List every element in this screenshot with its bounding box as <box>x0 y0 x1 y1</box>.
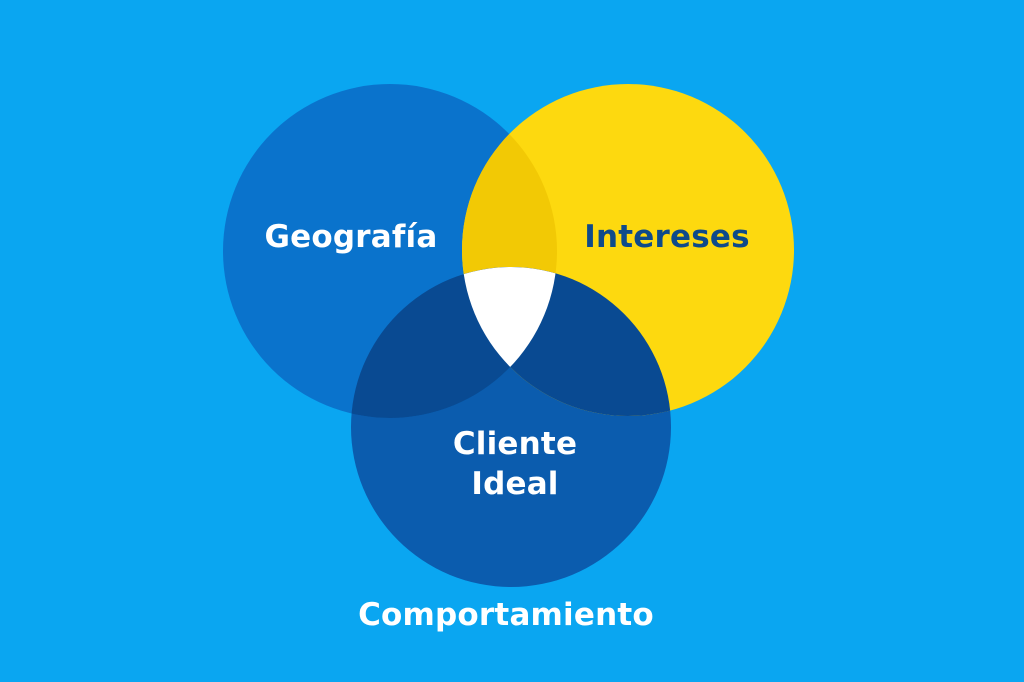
intereses-comportamiento-overlap <box>462 267 671 416</box>
intereses-label: Intereses <box>584 219 750 255</box>
geografia-label: Geografía <box>264 219 438 255</box>
cliente-ideal-line1: Cliente <box>452 426 578 462</box>
geografia-comportamiento-overlap <box>351 267 557 418</box>
comportamiento-label: Comportamiento <box>358 597 654 633</box>
cliente-ideal-line2: Ideal <box>471 466 559 502</box>
cliente-ideal-label: Cliente Ideal <box>430 424 600 504</box>
